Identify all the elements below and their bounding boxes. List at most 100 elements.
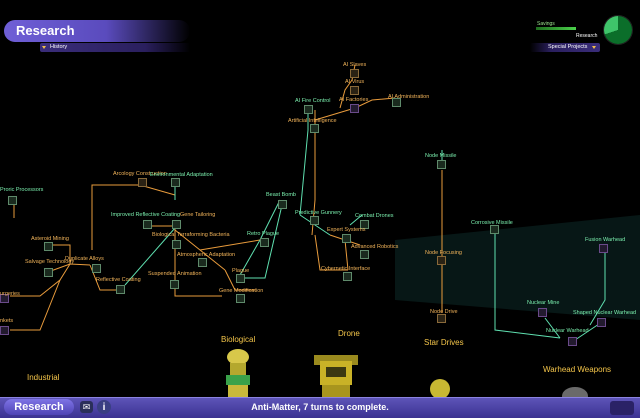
- tech-label-proric[interactable]: Proric Processors: [0, 187, 44, 193]
- tech-node-ai-admin-icon[interactable]: [392, 98, 401, 107]
- chat-icon[interactable]: ✉: [80, 401, 93, 413]
- tech-node-cyber-icon[interactable]: [343, 272, 352, 281]
- tech-node-adv-robotics-icon[interactable]: [360, 250, 369, 259]
- tech-label-adv-robotics[interactable]: Advanced Robotics: [351, 244, 399, 250]
- special-projects-dropdown[interactable]: Special Projects: [530, 43, 600, 52]
- tech-node-beast-icon[interactable]: [278, 200, 287, 209]
- tech-node-node-drive-icon[interactable]: [437, 314, 446, 323]
- tech-label-arcology[interactable]: Arcology Construction: [113, 171, 167, 177]
- tech-label-ai-admin[interactable]: AI Administration: [388, 94, 430, 100]
- tech-label-asteroid[interactable]: Asteroid Mining: [31, 236, 69, 242]
- chevron-down-icon: [592, 46, 596, 49]
- tech-label-predictive[interactable]: Predictive Gunnery: [295, 210, 342, 216]
- research-savings-pie[interactable]: [604, 16, 632, 44]
- tech-label-improved-refl[interactable]: Improved Reflective Coating: [111, 212, 181, 218]
- category-industrial: Industrial: [27, 373, 60, 382]
- tech-node-partial-icon[interactable]: [0, 294, 9, 303]
- tech-node-env-adapt-icon[interactable]: [171, 178, 180, 187]
- tech-label-shaped-nuclear[interactable]: Shaped Nuclear Warhead: [573, 310, 637, 316]
- tech-node-salvage-icon[interactable]: [44, 268, 53, 277]
- tech-label-expert[interactable]: Expert Systems: [327, 227, 366, 233]
- tech-node-fusion-warhead-icon[interactable]: [599, 244, 608, 253]
- tech-node-arcology-icon[interactable]: [138, 178, 147, 187]
- special-projects-label: Special Projects: [548, 44, 588, 50]
- tech-node-ai-factories-icon[interactable]: [350, 104, 359, 113]
- tech-label-suspended[interactable]: Suspended Animation: [148, 271, 202, 277]
- tech-label-nuclear-warhead[interactable]: Nuclear Warhead: [546, 328, 589, 334]
- tech-label-gene-mod[interactable]: Gene Modification: [219, 288, 264, 294]
- tech-node-duplicate-icon[interactable]: [92, 264, 101, 273]
- tech-label-fusion-warhead[interactable]: Fusion Warhead: [585, 237, 626, 243]
- tech-label-retro[interactable]: Retro Plague: [247, 231, 280, 237]
- category-biological: Biological: [221, 335, 256, 344]
- tech-label-gene-tailoring[interactable]: Gene Tailoring: [180, 212, 216, 218]
- tech-node-gene-tailoring-icon[interactable]: [172, 220, 181, 229]
- tech-node-partial2-icon[interactable]: [0, 326, 9, 335]
- page-title: Research: [16, 23, 75, 38]
- tech-label-partial-2[interactable]: nkets: [0, 318, 14, 324]
- drone-unit-image: [314, 355, 358, 399]
- tech-node-shaped-nuclear-icon[interactable]: [597, 318, 606, 327]
- tech-label-node-drive[interactable]: Node Drive: [430, 309, 458, 315]
- tech-node-suspended-icon[interactable]: [170, 280, 179, 289]
- tech-node-atmo-icon[interactable]: [198, 258, 207, 267]
- tech-label-plague[interactable]: Plague: [232, 268, 250, 274]
- tech-label-ai-fire[interactable]: AI Fire Control: [295, 98, 331, 104]
- tech-label-node-focusing[interactable]: Node Focusing: [425, 250, 462, 256]
- tech-node-artificial-icon[interactable]: [310, 124, 319, 133]
- history-dropdown[interactable]: History: [40, 43, 190, 52]
- biological-unit-image: [226, 349, 250, 399]
- tech-label-salvage[interactable]: Salvage Technology: [25, 259, 75, 265]
- title-bar: Research: [4, 20, 190, 42]
- tech-label-duplicate[interactable]: Duplicate Alloys: [65, 256, 104, 262]
- savings-label: Savings: [537, 21, 555, 27]
- tech-label-nuclear-mine[interactable]: Nuclear Mine: [527, 300, 560, 306]
- tech-node-retro-icon[interactable]: [260, 238, 269, 247]
- tech-label-cyber[interactable]: Cybernetic Interface: [321, 266, 371, 272]
- tech-node-node-focusing-icon[interactable]: [437, 256, 446, 265]
- warhead-unit-image: [562, 387, 588, 398]
- savings-bar: [536, 27, 576, 30]
- tech-node-ai-slaves-icon[interactable]: [350, 69, 359, 78]
- tech-node-nuclear-warhead-icon[interactable]: [568, 337, 577, 346]
- tech-node-improved-refl-icon[interactable]: [143, 220, 152, 229]
- tech-node-reflective-icon[interactable]: [116, 285, 125, 294]
- tech-node-corrosive-icon[interactable]: [490, 225, 499, 234]
- tech-label-beast[interactable]: Beast Bomb: [266, 192, 296, 198]
- tech-label-node-missile[interactable]: Node Missile: [425, 153, 457, 159]
- tech-label-bio-terraform[interactable]: Biological Terraforming Bacteria: [152, 232, 230, 238]
- history-label: History: [50, 44, 68, 50]
- tech-node-ai-virus-icon[interactable]: [350, 86, 359, 95]
- tech-label-ai-slaves[interactable]: AI Slaves: [343, 62, 367, 68]
- tech-node-predictive-icon[interactable]: [310, 216, 319, 225]
- tech-node-expert-icon[interactable]: [342, 234, 351, 243]
- tech-node-nuclear-mine-icon[interactable]: [538, 308, 547, 317]
- tech-label-corrosive[interactable]: Corrosive Missile: [471, 220, 513, 226]
- tech-node-proric-icon[interactable]: [8, 196, 17, 205]
- category-drone: Drone: [338, 329, 360, 338]
- research-status: Anti-Matter, 7 turns to complete.: [251, 402, 389, 412]
- tech-label-partial-1[interactable]: urgeries: [0, 291, 20, 297]
- tech-node-asteroid-icon[interactable]: [44, 242, 53, 251]
- tech-node-node-missile-icon[interactable]: [437, 160, 446, 169]
- menu-button[interactable]: [610, 401, 634, 415]
- tech-node-ai-fire-icon[interactable]: [304, 105, 313, 114]
- tech-node-bio-terraform-icon[interactable]: [172, 240, 181, 249]
- tech-label-env-adapt[interactable]: Environmental Adaptation: [150, 172, 213, 178]
- tech-node-plague-icon[interactable]: [236, 274, 245, 283]
- category-warhead-weapons: Warhead Weapons: [543, 365, 612, 374]
- category-star-drives: Star Drives: [424, 338, 464, 347]
- chevron-down-icon: [42, 46, 46, 49]
- tech-node-gene-mod-icon[interactable]: [236, 294, 245, 303]
- tech-label-atmo[interactable]: Atmospheric Adaptation: [177, 252, 236, 258]
- tech-label-ai-factories[interactable]: AI Factories: [339, 97, 369, 103]
- tech-label-artificial[interactable]: Artificial Intelligence: [288, 118, 337, 124]
- tech-label-ai-virus[interactable]: AI Virus: [345, 79, 365, 85]
- tech-label-reflective[interactable]: Reflective Coating: [96, 277, 141, 283]
- research-button[interactable]: Research: [4, 399, 74, 415]
- tech-label-combat-drones[interactable]: Combat Drones: [355, 213, 394, 219]
- info-icon[interactable]: i: [97, 400, 111, 414]
- tech-node-combat-drones-icon[interactable]: [360, 220, 369, 229]
